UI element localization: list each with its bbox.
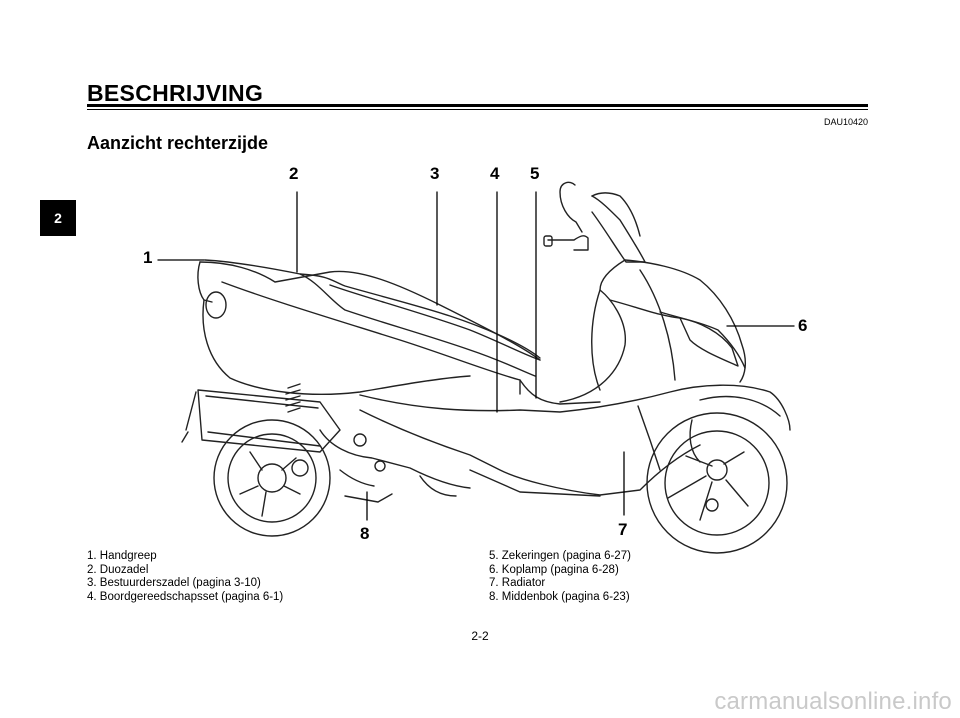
watermark: carmanualsonline.info <box>714 688 952 715</box>
legend-item: 3. Bestuurderszadel (pagina 3-10) <box>87 577 261 589</box>
legend-item: 2. Duozadel <box>87 563 149 576</box>
callout-2: 2 <box>289 164 299 183</box>
body-panels <box>181 181 791 503</box>
page-title: BESCHRIJVING <box>87 80 264 106</box>
legend-item: 7. Radiator <box>489 577 546 589</box>
front-wheel <box>646 412 788 554</box>
legend-item: 8. Middenbok (pagina 6-23) <box>489 590 630 603</box>
chapter-tab: 2 <box>40 200 76 236</box>
legend-right: 5. Zekeringen (pagina 6-27) 6. Koplamp (… <box>489 550 631 604</box>
title-rule-thick <box>87 104 868 107</box>
legend-left: 1. Handgreep 2. Duozadel 3. Bestuurdersz… <box>87 550 283 604</box>
section-subtitle: Aanzicht rechterzijde <box>87 133 269 153</box>
callout-leaders <box>157 191 795 521</box>
legend-item: 5. Zekeringen (pagina 6-27) <box>489 550 631 562</box>
reference-code: DAU10420 <box>823 117 868 127</box>
legend-item: 1. Handgreep <box>87 550 157 562</box>
page-number: 2-2 <box>471 629 489 643</box>
callout-6: 6 <box>798 316 808 335</box>
callout-5: 5 <box>530 164 540 183</box>
callout-1: 1 <box>143 248 153 267</box>
rear-wheel <box>213 419 331 537</box>
legend-item: 4. Boordgereedschapsset (pagina 6-1) <box>87 590 284 603</box>
legend-item: 6. Koplamp (pagina 6-28) <box>489 563 619 576</box>
callout-7: 7 <box>618 520 628 539</box>
callout-3: 3 <box>430 164 440 183</box>
callout-4: 4 <box>490 164 500 183</box>
title-rule-thin <box>87 109 868 110</box>
callout-8: 8 <box>360 524 370 543</box>
